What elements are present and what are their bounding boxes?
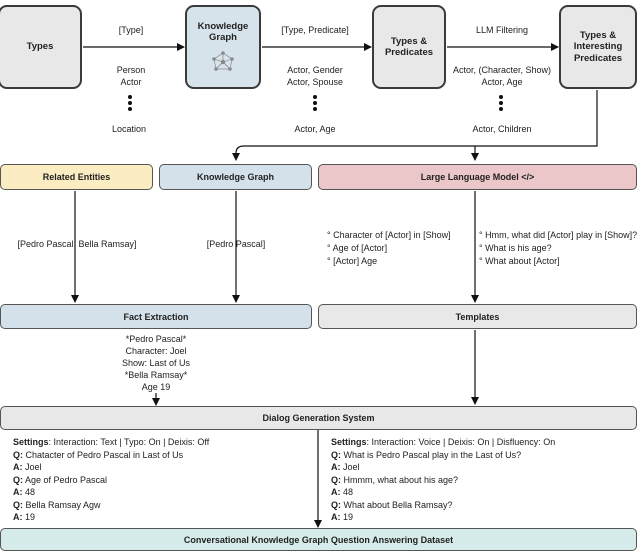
related-entities-box: Related Entities: [0, 164, 153, 190]
dialog-text: 48: [22, 487, 36, 497]
template-item: ° [Actor] Age: [327, 256, 378, 266]
template-item: ° What is his age?: [479, 243, 552, 253]
templates-label: Templates: [455, 311, 500, 322]
types-node: Types: [0, 5, 82, 89]
knowledge-graph-box: Knowledge Graph: [159, 164, 312, 190]
extracted-facts-list: *Pedro Pascal* Character: Joel Show: Las…: [122, 333, 190, 393]
dialog-key: Q:: [331, 449, 341, 460]
dialog-text: What is Pedro Pascal play in the Last of…: [341, 449, 522, 460]
dialog-key: Q:: [13, 499, 23, 510]
template-item: ° What about [Actor]: [479, 256, 560, 266]
fact-extraction-label: Fact Extraction: [123, 311, 189, 322]
edge-type-item-2: Actor: [120, 77, 142, 87]
dialog-key: A:: [331, 462, 341, 472]
ellipsis-vertical-icon: [128, 95, 134, 113]
dialog-key: A:: [331, 487, 341, 497]
ellipsis-vertical-icon: [499, 95, 505, 113]
llm-box: Large Language Model </>: [318, 164, 637, 190]
template-item: ° Character of [Actor] in [Show]: [327, 230, 451, 240]
fact-extraction-box: Fact Extraction: [0, 304, 312, 329]
dialog-text: Joel: [340, 462, 360, 472]
related-entities-label: Related Entities: [42, 172, 111, 182]
dialog-text: 48: [340, 487, 354, 497]
fact-item: Character: Joel: [125, 346, 187, 356]
settings-key: Settings: [13, 437, 49, 447]
edge-type-item-1: Person: [116, 65, 146, 75]
related-entities-value: [Pedro Pascal, Bella Ramsay]: [17, 239, 137, 249]
template-item: ° Age of [Actor]: [327, 243, 388, 253]
edge-type-label: [Type]: [118, 25, 144, 35]
settings-value: : Interaction: Text | Typo: On | Deixis:…: [48, 437, 210, 447]
llm-box-label: Large Language Model </>: [420, 172, 535, 182]
edge-filtered-item-1: Actor, (Character, Show): [452, 65, 552, 75]
edge-filtered-item-2: Actor, Age: [481, 77, 523, 87]
types-interesting-predicates-node-label: Types & Interesting Predicates: [573, 29, 623, 64]
dialog-text: Hmmm, what about his age?: [341, 474, 459, 485]
dataset-label: Conversational Knowledge Graph Question …: [183, 534, 454, 545]
types-predicates-node-label: Types & Predicates: [384, 35, 434, 58]
edge-type-predicate-label: [Type, Predicate]: [281, 25, 349, 35]
edge-predicate-item-1: Actor, Gender: [287, 65, 343, 75]
edge-filtered-last: Actor, Children: [472, 124, 532, 134]
types-predicates-node: Types & Predicates: [372, 5, 446, 89]
dialog-key: Q:: [13, 449, 23, 460]
dataset-box: Conversational Knowledge Graph Question …: [0, 528, 637, 551]
arrow-interesting-to-middle: [232, 90, 598, 161]
right-dialog-example: Settings: Interaction: Voice | Deixis: O…: [331, 436, 555, 524]
templates-box: Templates: [318, 304, 637, 329]
fact-item: Age 19: [141, 382, 171, 392]
dialog-key: Q:: [331, 499, 341, 510]
dialog-key: A:: [13, 462, 23, 472]
dialog-text: What about Bella Ramsay?: [341, 499, 453, 510]
settings-value: : Interaction: Voice | Deixis: On | Disf…: [366, 437, 556, 447]
knowledge-graph-box-label: Knowledge Graph: [196, 172, 274, 182]
dialog-text: Age of Pedro Pascal: [23, 474, 108, 485]
knowledge-graph-node: Knowledge Graph: [185, 5, 261, 89]
left-dialog-example: Settings: Interaction: Text | Typo: On |…: [13, 436, 209, 524]
edge-type-last: Location: [111, 124, 147, 134]
edge-predicate-last: Actor, Age: [294, 124, 336, 134]
fact-item: *Bella Ramsay*: [124, 370, 188, 380]
dialog-key: Q:: [331, 474, 341, 485]
dialog-generation-system-label: Dialog Generation System: [262, 413, 375, 423]
edge-predicate-item-2: Actor, Spouse: [286, 77, 344, 87]
ellipsis-vertical-icon: [313, 95, 319, 113]
dialog-key: A:: [13, 487, 23, 497]
dialog-key: A:: [13, 512, 23, 522]
knowledge-graph-node-label: Knowledge Graph: [197, 21, 249, 44]
edge-llm-filtering-label: LLM Filtering: [475, 25, 529, 35]
types-interesting-predicates-node: Types & Interesting Predicates: [559, 5, 637, 89]
dialog-text: Chatacter of Pedro Pascal in Last of Us: [23, 449, 184, 460]
types-node-label: Types: [26, 41, 54, 53]
fact-item: Show: Last of Us: [121, 358, 191, 368]
template-item: ° Hmm, what did [Actor] play in [Show]?: [479, 230, 638, 240]
settings-key: Settings: [331, 437, 367, 447]
graph-network-icon: [212, 50, 234, 71]
llm-template-list-left: ° Character of [Actor] in [Show] ° Age o…: [327, 229, 451, 268]
dialog-key: Q:: [13, 474, 23, 485]
dialog-text: 19: [22, 512, 36, 522]
dialog-text: Joel: [22, 462, 42, 472]
llm-template-list-right: ° Hmm, what did [Actor] play in [Show]? …: [479, 229, 637, 268]
dialog-text: Bella Ramsay Agw: [23, 499, 101, 510]
kg-entity-value: [Pedro Pascal]: [206, 239, 266, 249]
dialog-generation-system-box: Dialog Generation System: [0, 406, 637, 430]
dialog-key: A:: [331, 512, 341, 522]
dialog-text: 19: [340, 512, 354, 522]
fact-item: *Pedro Pascal*: [125, 334, 187, 344]
